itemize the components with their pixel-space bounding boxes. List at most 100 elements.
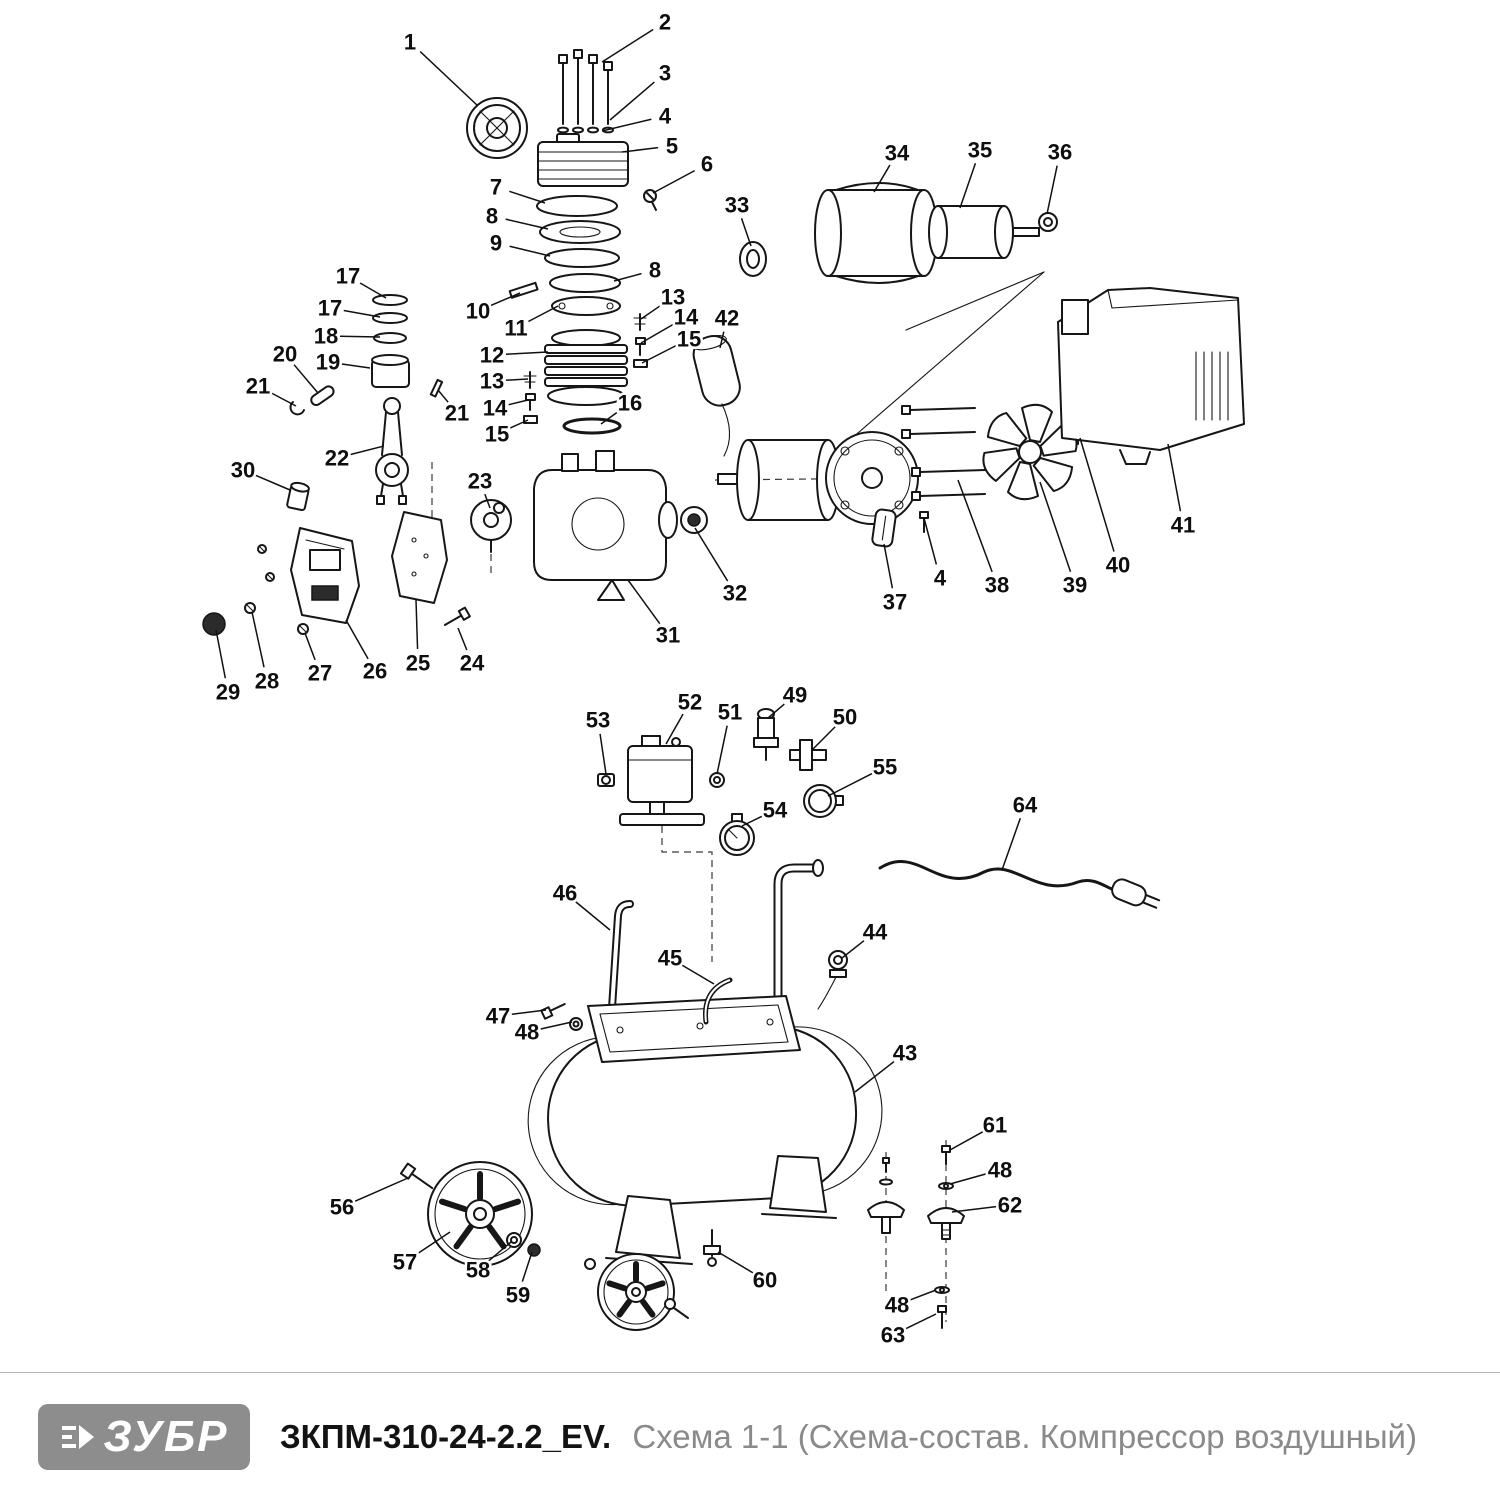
- svg-text:44: 44: [863, 920, 888, 945]
- part-callout-16: 16: [600, 388, 645, 425]
- exploded-diagram: 1234567898101112131415131415161717181920…: [202, 7, 1245, 1350]
- part-callout-6: 6: [652, 149, 716, 194]
- svg-text:16: 16: [618, 391, 642, 416]
- svg-text:58: 58: [466, 1258, 490, 1283]
- svg-text:26: 26: [363, 659, 387, 684]
- part-callout-9: 9: [487, 228, 551, 258]
- svg-text:49: 49: [783, 683, 807, 708]
- handle-tube: [608, 900, 634, 1012]
- part-callout-12: 12: [477, 340, 549, 370]
- part-callout-45: 45: [655, 943, 715, 985]
- svg-text:14: 14: [483, 396, 508, 421]
- svg-text:25: 25: [406, 651, 430, 676]
- oil-cap: [202, 612, 226, 636]
- part-callout-3: 3: [609, 58, 674, 121]
- svg-text:54: 54: [763, 798, 788, 823]
- platform-washer: [569, 1017, 583, 1031]
- part-callout-4: 4: [923, 517, 949, 593]
- svg-text:48: 48: [988, 1158, 1012, 1183]
- svg-text:53: 53: [586, 708, 610, 733]
- fastener-stack-right: [633, 313, 648, 368]
- part-callout-58: 58: [463, 1241, 512, 1285]
- part-callout-5: 5: [621, 131, 681, 161]
- part-callout-26: 26: [345, 619, 390, 686]
- switch-fitting-left: [597, 773, 615, 787]
- wheel-large: [427, 1161, 533, 1267]
- svg-text:30: 30: [231, 458, 255, 483]
- svg-text:43: 43: [893, 1041, 917, 1066]
- part-callout-38: 38: [957, 479, 1012, 600]
- svg-text:41: 41: [1171, 513, 1195, 538]
- part-callout-48: 48: [949, 1155, 1015, 1185]
- part-callouts: 1234567898101112131415131415161717181920…: [213, 7, 1198, 1350]
- svg-text:45: 45: [658, 946, 682, 971]
- svg-text:11: 11: [504, 316, 527, 341]
- outlet-pipe: [703, 977, 733, 1025]
- rubber-foot-left: [867, 1157, 905, 1234]
- model-code: ЗКПМ-310-24-2.2_EV.: [280, 1418, 612, 1455]
- part-callout-47: 47: [483, 1001, 547, 1031]
- part-callout-1: 1: [401, 27, 479, 107]
- part-callout-24: 24: [457, 627, 487, 678]
- part-callout-52: 52: [665, 687, 705, 745]
- cylinder-block: [544, 329, 628, 406]
- part-callout-36: 36: [1045, 137, 1075, 215]
- part-callout-53: 53: [583, 705, 613, 775]
- svg-text:4: 4: [659, 104, 672, 129]
- shaft-nut: [1038, 212, 1058, 232]
- part-callout-20: 20: [270, 339, 319, 394]
- part-callout-44: 44: [841, 917, 890, 959]
- svg-text:19: 19: [316, 350, 340, 375]
- part-callout-8: 8: [483, 201, 549, 231]
- part-callout-30: 30: [228, 455, 291, 491]
- part-callout-40: 40: [1079, 437, 1133, 580]
- foot-washer-top: [938, 1182, 954, 1190]
- through-bolts: [901, 405, 986, 501]
- part-callout-23: 23: [465, 466, 495, 509]
- part-callout-13: 13: [640, 282, 688, 320]
- tank-legs: [605, 1155, 837, 1265]
- svg-text:6: 6: [701, 152, 713, 177]
- rubber-foot-right: [927, 1207, 965, 1240]
- wheel-nut: [527, 1243, 541, 1257]
- svg-text:59: 59: [506, 1283, 530, 1308]
- svg-text:57: 57: [393, 1250, 417, 1275]
- crankcase: [533, 450, 678, 601]
- part-callout-43: 43: [854, 1038, 920, 1093]
- svg-text:8: 8: [486, 204, 498, 229]
- svg-text:39: 39: [1063, 573, 1087, 598]
- svg-text:47: 47: [486, 1004, 510, 1029]
- svg-text:21: 21: [246, 374, 270, 399]
- cover-bolt: [443, 606, 471, 626]
- svg-text:55: 55: [873, 755, 897, 780]
- part-callout-29: 29: [213, 629, 243, 707]
- svg-text:10: 10: [466, 299, 490, 324]
- svg-text:56: 56: [330, 1195, 354, 1220]
- part-callout-4: 4: [601, 101, 674, 132]
- part-callout-18: 18: [311, 321, 381, 351]
- valve-plate: [539, 220, 621, 244]
- svg-text:38: 38: [985, 573, 1009, 598]
- cover-screws: [244, 544, 309, 635]
- wheel-bolt: [399, 1162, 434, 1190]
- part-callout-49: 49: [767, 680, 810, 719]
- svg-text:36: 36: [1048, 140, 1072, 165]
- caption-subtitle: Схема 1-1 (Схема-состав. Компрессор возд…: [632, 1418, 1417, 1455]
- svg-text:40: 40: [1106, 553, 1130, 578]
- gasket-lower: [544, 248, 620, 268]
- part-callout-59: 59: [503, 1251, 533, 1310]
- wheel-small: [584, 1253, 689, 1331]
- part-callout-32: 32: [694, 527, 750, 608]
- part-callout-41: 41: [1167, 443, 1198, 540]
- part-callout-19: 19: [313, 347, 371, 377]
- svg-text:64: 64: [1013, 793, 1038, 818]
- piston-rings: [372, 294, 408, 344]
- zubr-arrow-icon: [61, 1425, 94, 1449]
- part-callout-28: 28: [251, 611, 282, 696]
- diagram-caption: ЗКПМ-310-24-2.2_EV. Схема 1-1 (Схема-сос…: [280, 1418, 1417, 1456]
- svg-text:8: 8: [649, 258, 661, 283]
- part-callout-57: 57: [390, 1231, 451, 1277]
- part-callout-17: 17: [333, 261, 387, 299]
- part-callout-7: 7: [487, 172, 546, 204]
- connecting-rod: [375, 397, 409, 505]
